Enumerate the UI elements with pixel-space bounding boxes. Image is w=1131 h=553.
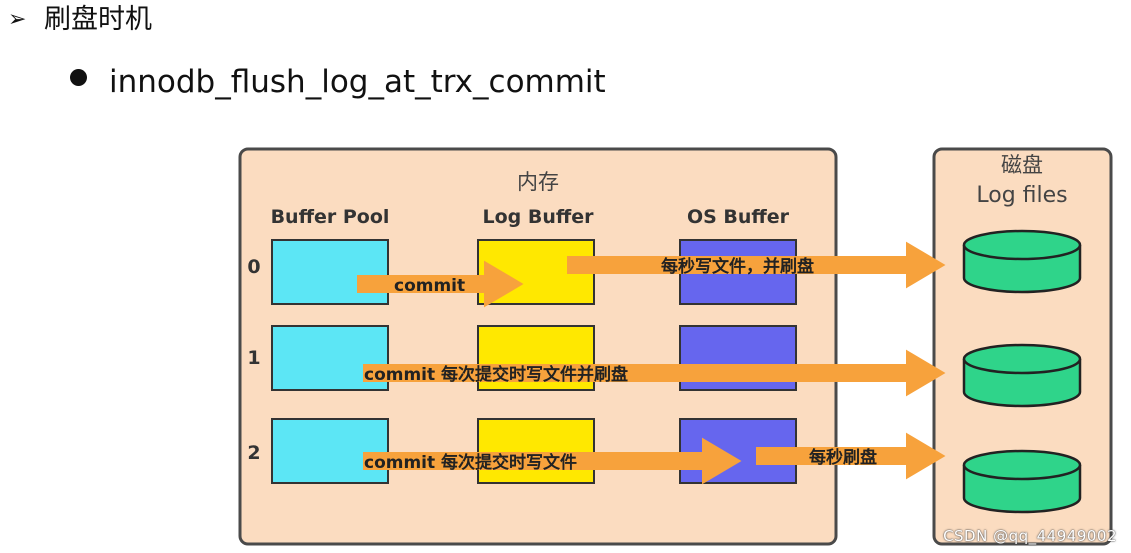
label-row0-commit: commit bbox=[394, 276, 465, 296]
row-label-2: 2 bbox=[247, 442, 260, 464]
log-buffer-box-2 bbox=[477, 418, 595, 484]
row-label-1: 1 bbox=[247, 347, 260, 369]
disk-cylinder-1 bbox=[962, 343, 1082, 408]
disk-label: 磁盘 bbox=[1001, 153, 1043, 177]
bullet-item: innodb_flush_log_at_trx_commit bbox=[70, 60, 606, 104]
memory-label: 内存 bbox=[517, 170, 559, 194]
column-header-buffer-pool: Buffer Pool bbox=[271, 206, 390, 228]
column-header-os-buffer: OS Buffer bbox=[687, 206, 790, 228]
arrow-marker-icon: ➢ bbox=[8, 7, 27, 32]
section-heading: ➢ 刷盘时机 bbox=[8, 0, 152, 40]
log-files-label: Log files bbox=[976, 183, 1067, 208]
label-row1-commit-flush: commit 每次提交时写文件并刷盘 bbox=[364, 364, 628, 385]
watermark: CSDN @qq_44949002 bbox=[943, 527, 1117, 545]
disk-cylinder-2 bbox=[962, 449, 1082, 514]
heading-text: 刷盘时机 bbox=[44, 4, 152, 35]
disk-cylinder-0 bbox=[962, 229, 1082, 294]
column-header-log-buffer: Log Buffer bbox=[482, 206, 594, 228]
parameter-name: innodb_flush_log_at_trx_commit bbox=[109, 64, 606, 100]
label-row0-flush: 每秒写文件，并刷盘 bbox=[661, 256, 814, 277]
buffer-pool-box-2 bbox=[271, 418, 389, 484]
bullet-dot-icon bbox=[70, 69, 87, 86]
label-row2-flush: 每秒刷盘 bbox=[809, 447, 877, 468]
row-label-0: 0 bbox=[247, 256, 260, 278]
buffer-pool-box-0 bbox=[271, 239, 389, 305]
label-row2-commit: commit 每次提交时写文件 bbox=[364, 452, 577, 473]
